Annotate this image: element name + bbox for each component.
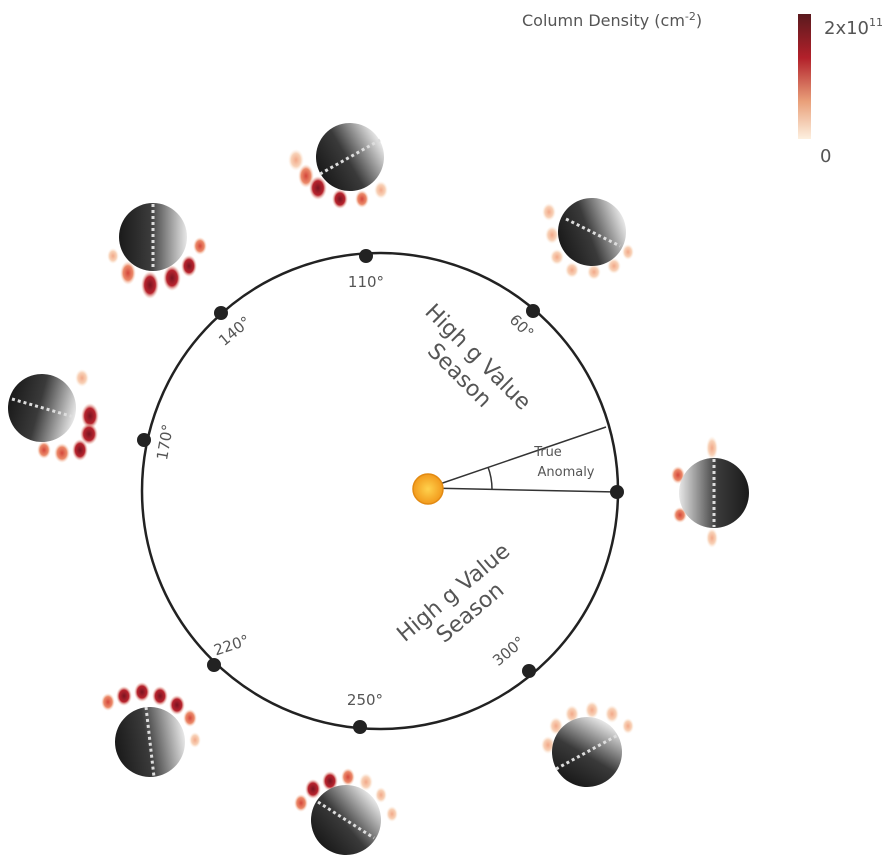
anomaly-arc xyxy=(487,466,493,490)
angle-label-220: 220° xyxy=(211,631,251,659)
legend-title: Column Density (cm-2) xyxy=(522,10,702,30)
density-blob xyxy=(116,686,132,706)
marker-110 xyxy=(359,249,373,263)
density-blob xyxy=(673,507,687,523)
density-blob xyxy=(80,423,98,445)
planet-disk xyxy=(115,707,185,777)
density-blob xyxy=(359,773,373,791)
density-blob xyxy=(181,255,197,277)
marker-170 xyxy=(137,433,151,447)
density-blob xyxy=(541,736,555,754)
density-blob xyxy=(37,441,51,459)
density-blob xyxy=(169,695,185,715)
anomaly-label-line1: True xyxy=(533,445,562,460)
planet-disk xyxy=(316,123,384,191)
density-blob xyxy=(322,771,338,791)
planet-110 xyxy=(288,123,388,209)
planet-60 xyxy=(542,198,634,280)
density-blob xyxy=(332,189,348,209)
planet-170 xyxy=(8,369,99,463)
marker-250 xyxy=(353,720,367,734)
density-blob xyxy=(152,686,168,706)
terminator-line xyxy=(11,397,75,419)
density-blob xyxy=(587,264,601,280)
angle-label-250: 250° xyxy=(347,691,383,709)
density-blob xyxy=(374,181,388,199)
legend-min-label: 0 xyxy=(820,146,831,167)
density-blob xyxy=(101,693,115,711)
density-blob xyxy=(294,794,308,812)
density-blob xyxy=(298,164,314,188)
planet-direction-line xyxy=(427,426,607,489)
angle-label-300: 300° xyxy=(489,633,528,670)
density-blob xyxy=(81,403,99,429)
planet-disk xyxy=(311,785,381,855)
density-blob xyxy=(545,226,559,244)
density-blob xyxy=(134,682,150,702)
density-blob xyxy=(193,237,207,255)
terminator-line xyxy=(565,217,621,248)
periapsis-line xyxy=(427,487,618,493)
density-blob xyxy=(189,732,201,748)
density-blob xyxy=(288,149,304,171)
sun-icon xyxy=(412,473,444,505)
marker-60 xyxy=(526,304,540,318)
legend: Column Density (cm-2) 2x1011 0 xyxy=(522,10,883,167)
density-blob xyxy=(163,265,181,291)
density-blob xyxy=(72,439,88,461)
density-blob xyxy=(54,443,70,463)
density-blob xyxy=(183,709,197,727)
planet-300 xyxy=(541,701,634,787)
density-blob xyxy=(550,249,564,265)
planet-140 xyxy=(107,203,207,299)
density-blob xyxy=(585,701,599,719)
legend-colorbar xyxy=(798,14,811,139)
season-label-upper: High g Value Season xyxy=(420,299,536,415)
density-blob xyxy=(141,271,159,299)
density-blob xyxy=(75,369,89,387)
density-blob xyxy=(120,261,136,285)
angle-label-170: 170° xyxy=(153,423,177,462)
density-blob xyxy=(607,258,621,274)
planet-0 xyxy=(671,436,749,548)
legend-max-label: 2x1011 xyxy=(824,16,883,39)
density-blob xyxy=(107,248,119,264)
density-blob xyxy=(305,779,321,799)
density-blob xyxy=(341,768,355,786)
terminator-line xyxy=(317,800,375,840)
density-blob xyxy=(542,203,556,221)
density-blob xyxy=(622,244,634,260)
density-blob xyxy=(355,190,369,208)
planet-250 xyxy=(294,768,398,855)
planet-220 xyxy=(101,682,201,778)
density-blob xyxy=(706,528,718,548)
marker-140 xyxy=(214,306,228,320)
planet-disk xyxy=(679,458,749,528)
orbit-markers xyxy=(137,249,624,734)
marker-0 xyxy=(610,485,624,499)
density-blob xyxy=(565,262,579,278)
planet-disk xyxy=(552,717,622,787)
density-blob xyxy=(706,436,718,460)
density-blob xyxy=(671,466,685,484)
marker-300 xyxy=(522,664,536,678)
density-blob xyxy=(386,806,398,822)
marker-220 xyxy=(207,658,221,672)
density-blob xyxy=(622,718,634,734)
density-blob xyxy=(605,705,619,723)
anomaly-label-line2: Anomaly xyxy=(537,465,594,480)
density-blob xyxy=(565,705,579,723)
angle-label-110: 110° xyxy=(348,273,384,291)
planet-disk xyxy=(558,198,626,266)
density-blob xyxy=(309,176,327,200)
density-blob xyxy=(375,787,387,803)
